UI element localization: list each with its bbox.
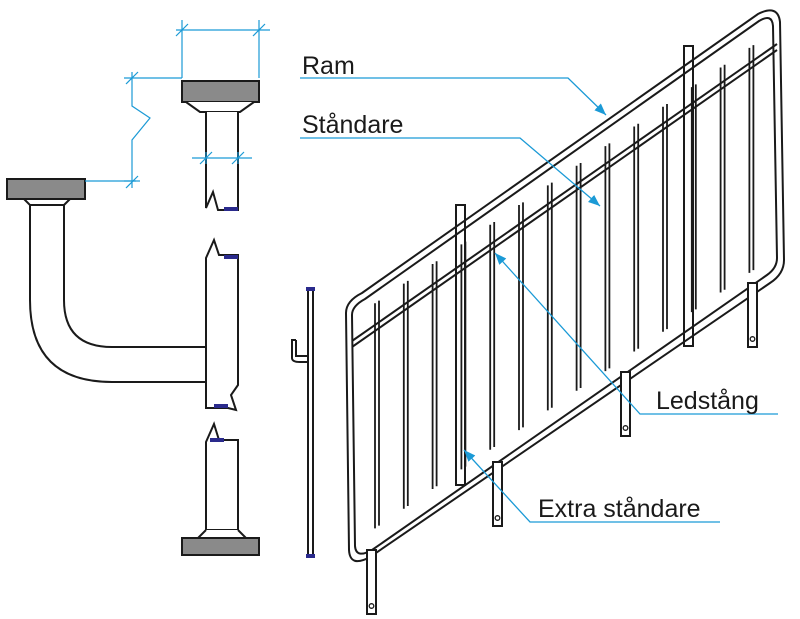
label-ram: Ram bbox=[302, 52, 355, 80]
break-nubs bbox=[210, 207, 238, 442]
post-front bbox=[455, 204, 466, 486]
leaders bbox=[300, 77, 778, 523]
bottom-cap-plate bbox=[181, 537, 260, 556]
frame-inner bbox=[350, 16, 779, 555]
top-cap-plate bbox=[181, 80, 260, 103]
wall-bracket-arm bbox=[23, 198, 206, 383]
label-ledstang: Ledstång bbox=[656, 387, 759, 415]
post-detail bbox=[6, 80, 260, 556]
dimension-lines bbox=[85, 20, 270, 189]
leader-ram bbox=[300, 77, 607, 116]
handrail bbox=[351, 43, 778, 342]
middle-post-segment bbox=[205, 237, 239, 412]
baluster-group bbox=[374, 45, 755, 529]
leader-ledstang bbox=[494, 252, 778, 415]
side-view-standard bbox=[291, 290, 314, 556]
top-post-segment bbox=[185, 101, 255, 113]
label-standare: Ståndare bbox=[302, 111, 403, 139]
panel-posts bbox=[366, 45, 758, 615]
label-extra-standare: Extra ståndare bbox=[538, 495, 701, 523]
post-back bbox=[683, 45, 694, 347]
frame-outer bbox=[344, 9, 786, 563]
leader-standare bbox=[300, 137, 601, 207]
leader-extra-standare bbox=[463, 449, 720, 523]
wall-bracket-plate bbox=[6, 178, 86, 200]
railing-panel bbox=[344, 9, 786, 563]
